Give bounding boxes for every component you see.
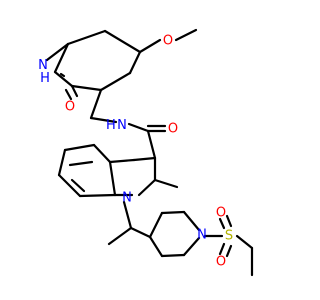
- chemical-structure-diagram: O N H O H N O N N S O O: [38, 28, 254, 277]
- sulfonyl-sulfur-label: S: [225, 229, 233, 244]
- bond-network: [45, 28, 254, 277]
- amide-carbonyl-oxygen-label: O: [168, 122, 178, 137]
- sulfonyl-oxygen-upper-label: O: [216, 206, 226, 221]
- indole-nitrogen-label: N: [122, 191, 132, 206]
- lactam-nitrogen-hydrogen: H: [40, 71, 50, 86]
- piperidine-nitrogen-label: N: [197, 228, 207, 243]
- atom-labels: O N H O H N O N N S O O: [38, 34, 233, 270]
- lactam-carbonyl-oxygen-label: O: [65, 100, 75, 115]
- amide-nitrogen-symbol: N: [117, 118, 127, 133]
- amide-nitrogen-label: H N: [106, 118, 127, 133]
- lactam-nitrogen-label: N H: [38, 58, 52, 86]
- methoxy-oxygen-label: O: [163, 34, 173, 49]
- amide-nitrogen-hydrogen: H: [106, 118, 116, 133]
- sulfonyl-oxygen-lower-label: O: [216, 255, 226, 270]
- lactam-nitrogen-symbol: N: [38, 58, 48, 73]
